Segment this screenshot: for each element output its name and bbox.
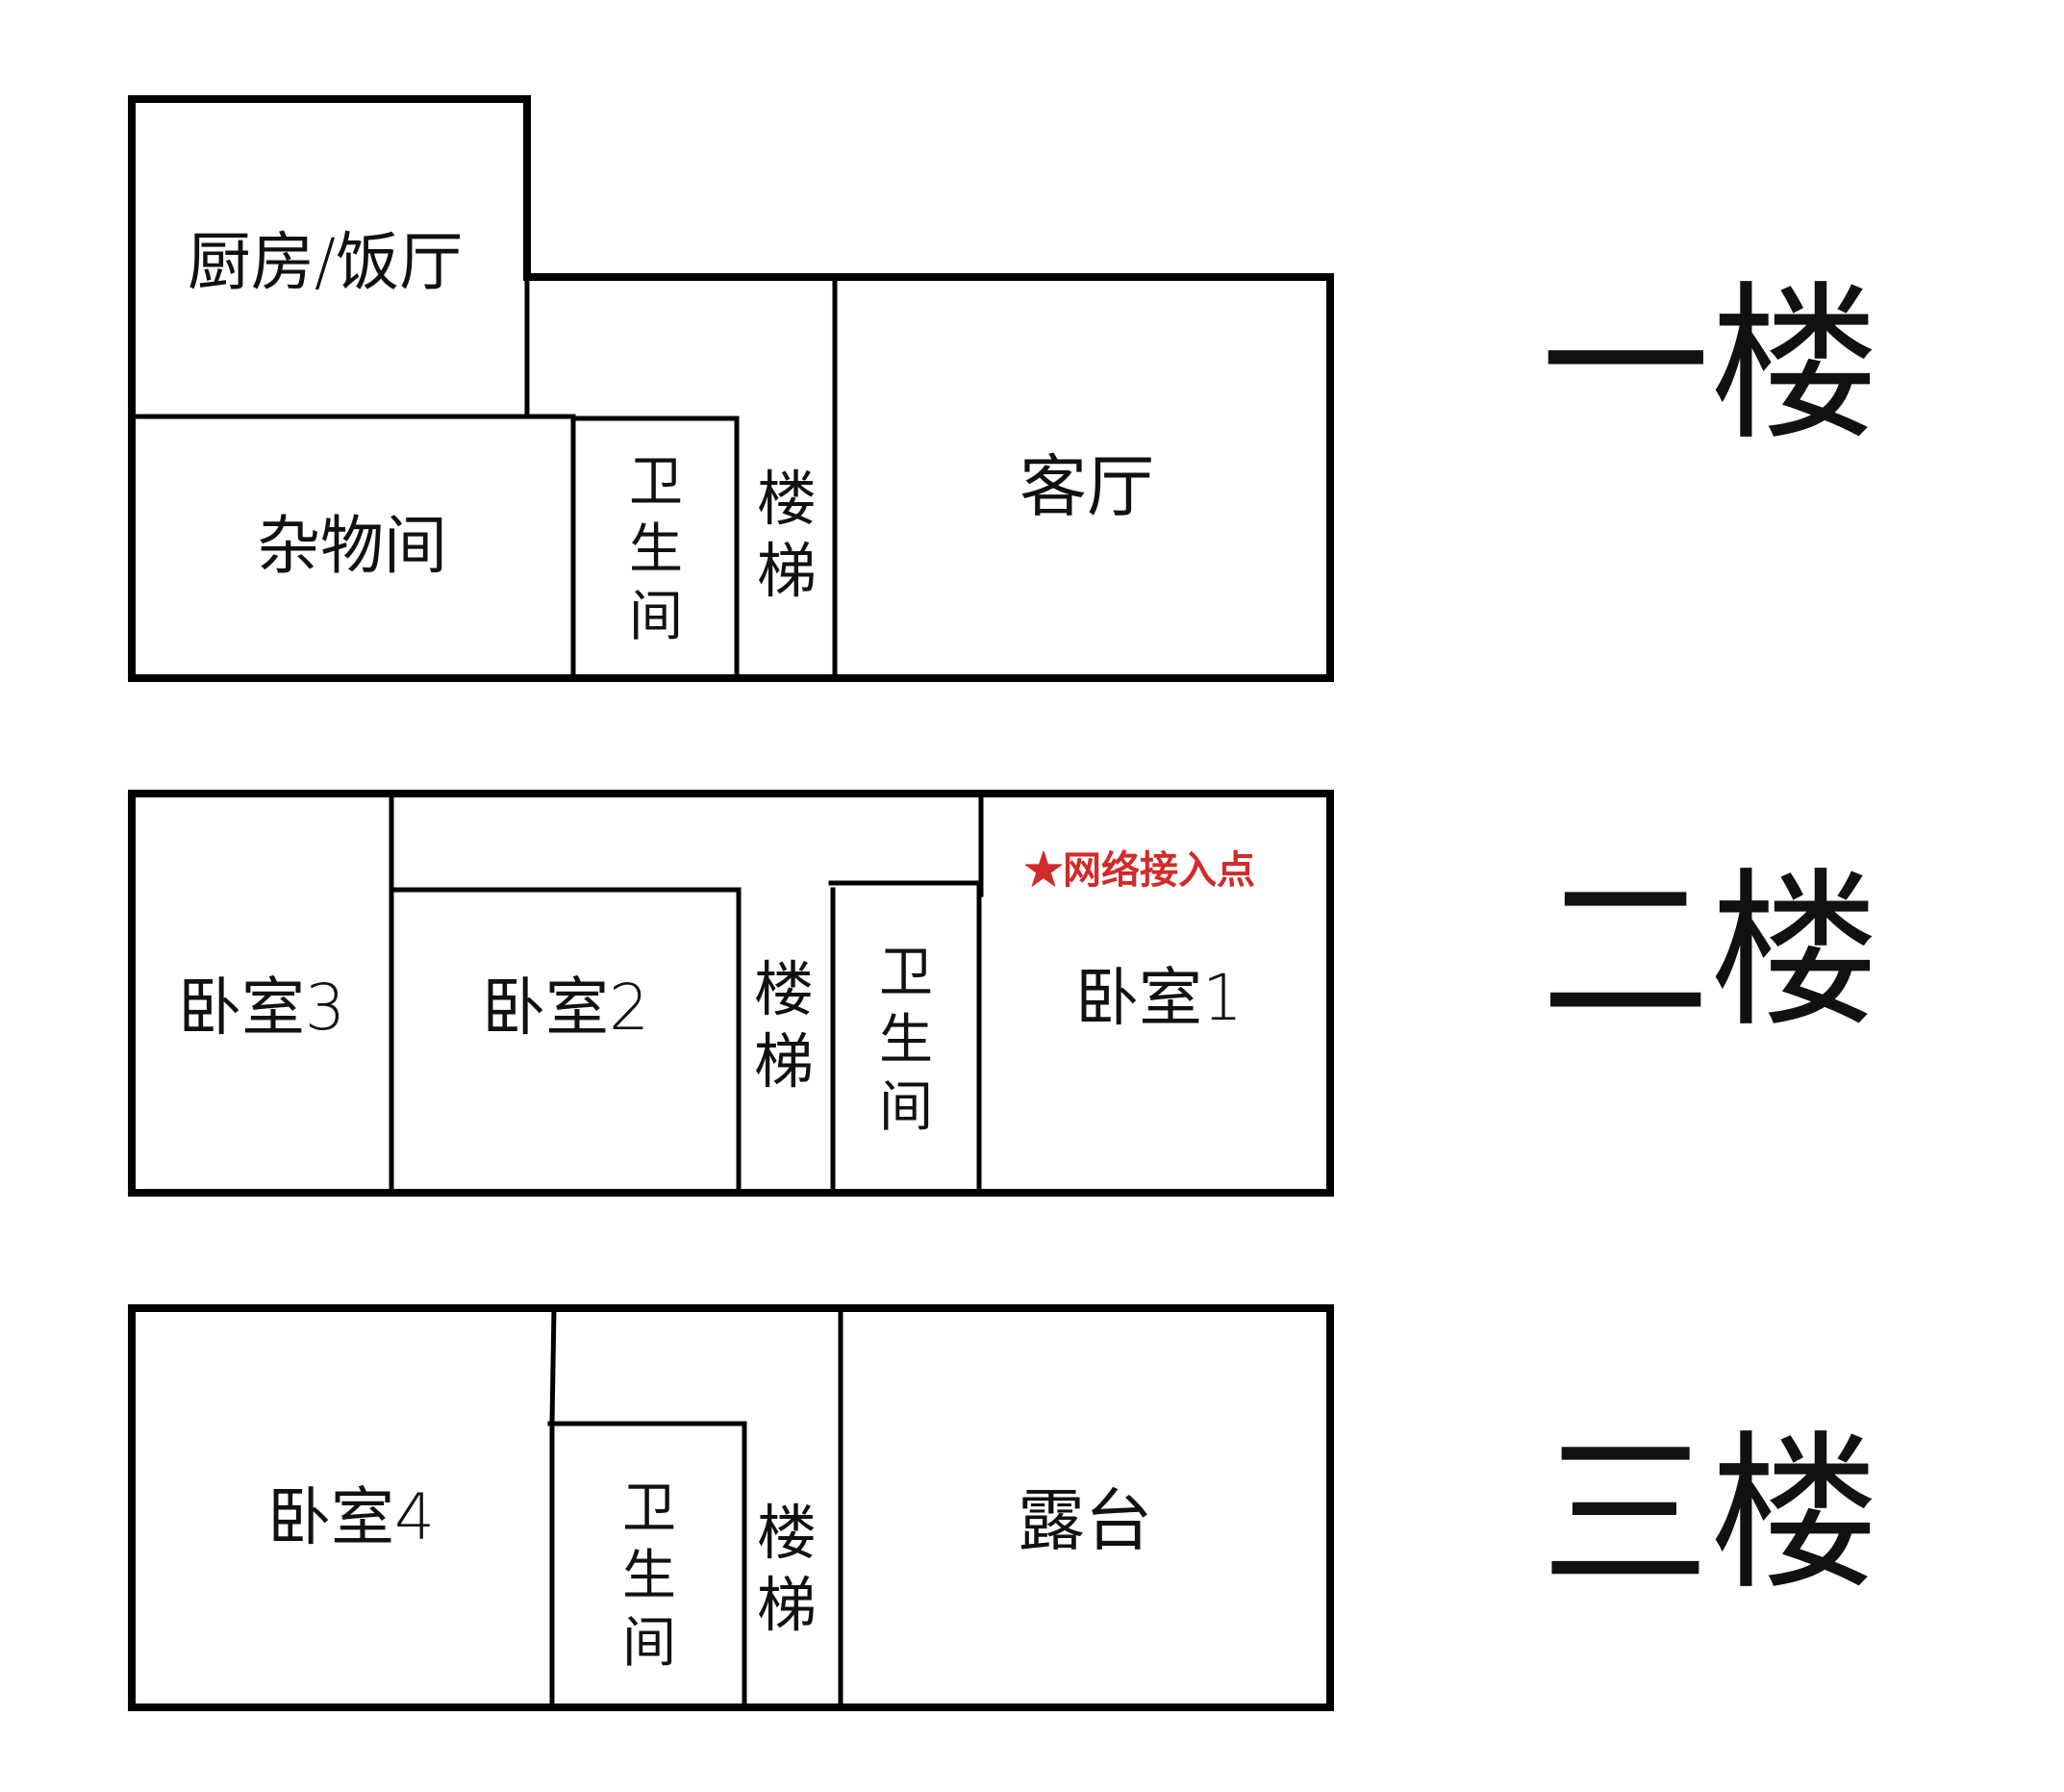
room-label-bathroom-char: 间 bbox=[629, 586, 683, 648]
room-label-bedroom3: 卧室3 bbox=[178, 971, 345, 1045]
floor-1-outer-wall bbox=[128, 95, 1334, 682]
floor-label-3: 三楼 bbox=[1541, 1416, 1879, 1613]
room-label-stairs-char: 楼 bbox=[754, 954, 814, 1024]
room-label-living-room: 客厅 bbox=[1019, 447, 1154, 526]
room-label-bathroom-char: 卫 bbox=[879, 942, 933, 1004]
floor-2: 卧室3 卧室2 楼 梯 卫 生 间 ★网络接入点 卧室1 二楼 bbox=[128, 790, 1879, 1197]
room-label-bathroom-char: 生 bbox=[879, 1009, 933, 1072]
room-label-bedroom2: 卧室2 bbox=[482, 971, 649, 1045]
room-label-bathroom-char: 间 bbox=[622, 1612, 676, 1675]
floor-1: 厨房/饭厅 杂物间 卫 生 间 楼 梯 客厅 一楼 bbox=[128, 95, 1879, 682]
room-label-bedroom4: 卧室4 bbox=[267, 1480, 435, 1554]
room-label-terrace: 露台 bbox=[1018, 1481, 1152, 1560]
room-label-stairs-char: 梯 bbox=[754, 1026, 814, 1097]
room-label-bedroom1: 卧室1 bbox=[1075, 961, 1243, 1035]
room-label-bathroom-char: 卫 bbox=[629, 451, 683, 514]
floor-2-outer-wall bbox=[128, 790, 1334, 1197]
room-label-stairs-char: 梯 bbox=[757, 1570, 817, 1640]
room-label-bathroom-char: 生 bbox=[629, 518, 683, 581]
room-label-storage: 杂物间 bbox=[257, 509, 447, 583]
floor-3-wall bbox=[549, 1305, 557, 1426]
room-label-stairs-char: 楼 bbox=[757, 1498, 817, 1568]
room-label-kitchen: 厨房/饭厅 bbox=[188, 225, 463, 299]
room-label-bathroom-char: 生 bbox=[622, 1545, 676, 1607]
floor-label-1: 一楼 bbox=[1541, 266, 1879, 464]
room-label-bathroom-char: 间 bbox=[879, 1076, 933, 1139]
floor-3-outer-wall bbox=[128, 1304, 1334, 1711]
floor-3: 卧室4 卫 生 间 楼 梯 露台 三楼 bbox=[128, 1304, 1879, 1711]
floor-label-2: 二楼 bbox=[1541, 853, 1879, 1050]
room-label-stairs-char: 梯 bbox=[757, 536, 817, 606]
room-label-stairs-char: 楼 bbox=[757, 464, 817, 534]
room-label-bathroom-char: 卫 bbox=[622, 1477, 676, 1540]
network-access-point-label: ★网络接入点 bbox=[1024, 847, 1255, 893]
